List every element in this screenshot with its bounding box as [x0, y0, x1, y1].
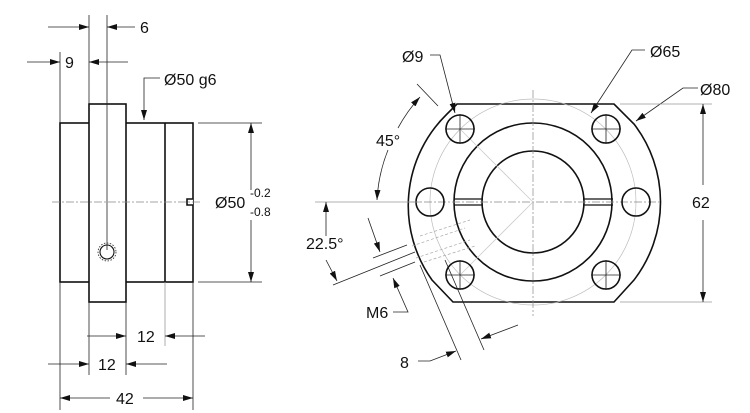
side-view: 6 9 Ø50 g6 Ø50 -0.2 -0.8 12 12 42 — [27, 15, 271, 410]
thread-hidden-lines — [411, 219, 476, 263]
flange-outline — [88, 103, 127, 303]
tol-lower: -0.8 — [250, 205, 271, 219]
dim-12-right: 12 — [137, 329, 155, 346]
dim-9: 9 — [65, 55, 74, 72]
dim-thread: M6 — [366, 305, 388, 322]
dim-bolt-circle: Ø65 — [650, 44, 680, 61]
dim-angle-holes: 45° — [376, 133, 400, 150]
dim-height: 62 — [692, 195, 710, 212]
clamp-slot — [454, 198, 613, 206]
dim-diameter: Ø50 — [215, 195, 245, 212]
thread-hole-outer — [97, 242, 117, 262]
dim-hole: Ø9 — [402, 49, 423, 66]
thread-hole — [99, 244, 115, 260]
dim-thread-offset: 8 — [400, 355, 409, 372]
tol-upper: -0.2 — [250, 186, 271, 200]
dim-angle-thread: 22.5° — [306, 236, 344, 253]
front-view: Ø9 Ø65 Ø80 62 45° 22.5° M6 8 — [306, 44, 730, 372]
dim-outer: Ø80 — [700, 82, 730, 99]
dim-fit-label: Ø50 g6 — [164, 72, 217, 89]
dim-12-flange: 12 — [98, 357, 116, 374]
dim-42: 42 — [116, 391, 134, 408]
flange-outline — [407, 103, 662, 303]
dim-6: 6 — [140, 20, 149, 37]
